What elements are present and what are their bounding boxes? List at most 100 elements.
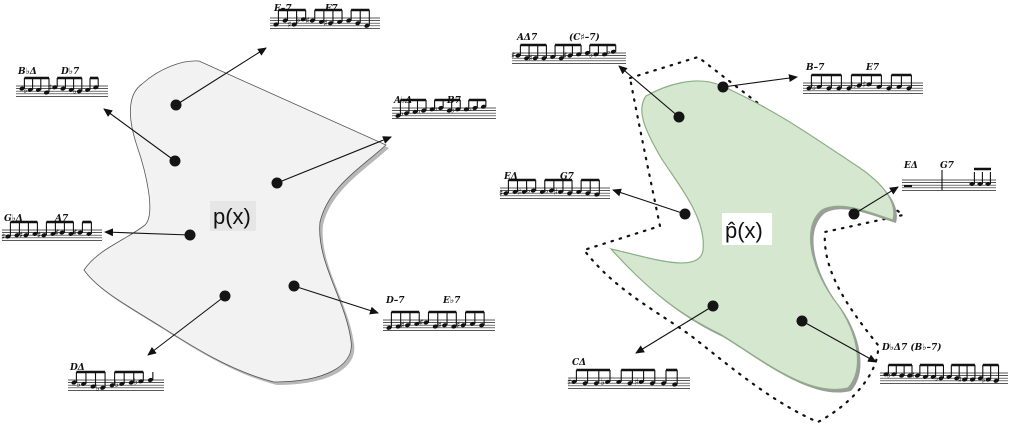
arrow-to-r4 bbox=[853, 186, 899, 215]
chord-label: A7 bbox=[54, 214, 69, 224]
svg-text:♯: ♯ bbox=[305, 17, 309, 27]
left-panel: p(x) bbox=[83, 47, 392, 385]
svg-text:♯: ♯ bbox=[958, 376, 962, 386]
svg-text:♭: ♭ bbox=[852, 82, 856, 92]
arrow-to-r6 bbox=[801, 320, 877, 363]
arrow-to-s5 bbox=[293, 285, 379, 315]
chord-label: G7 bbox=[560, 172, 575, 182]
music-snippet-s1: E–7 F7 ♯♭♯♯ bbox=[270, 4, 380, 31]
notes: ♭ ♭ ♭ ♭ bbox=[71, 370, 154, 394]
sample-point bbox=[707, 300, 719, 312]
svg-text:♯: ♯ bbox=[55, 229, 59, 239]
arrow-to-s6 bbox=[147, 295, 226, 356]
notes: ♭♭♭♭♭ bbox=[395, 98, 487, 119]
music-snippet-s5: D–7 E♭7 ♯♯♯♯ bbox=[383, 296, 495, 331]
notes: ♯ ♯ ♯ ♯ bbox=[386, 310, 485, 331]
svg-text:♯: ♯ bbox=[563, 52, 567, 62]
music-snippet-s3: A♭Δ B7 ♭♭♭♭♭ bbox=[392, 96, 496, 119]
chord-label: DΔ bbox=[69, 363, 85, 373]
svg-text:♯: ♯ bbox=[554, 188, 558, 198]
arrow-to-s4 bbox=[104, 228, 191, 237]
arrow-to-s2 bbox=[103, 108, 176, 162]
left-distribution-label: p(x) bbox=[213, 204, 251, 229]
svg-text:♭: ♭ bbox=[468, 104, 472, 114]
staff bbox=[568, 377, 690, 389]
arrow-to-s1 bbox=[175, 47, 267, 106]
svg-text:♯: ♯ bbox=[862, 80, 866, 90]
svg-text:♭: ♭ bbox=[451, 105, 455, 115]
svg-text:♯: ♯ bbox=[287, 21, 291, 31]
svg-text:♭: ♭ bbox=[526, 187, 530, 197]
sample-point bbox=[184, 229, 196, 241]
notes: ♯♯♯♯♯ bbox=[1, 220, 92, 243]
chord-label: CΔ bbox=[572, 358, 586, 368]
music-snippet-r5: CΔ ♯♭♯ bbox=[567, 358, 690, 389]
svg-text:♯: ♯ bbox=[456, 321, 460, 331]
svg-text:♭: ♭ bbox=[981, 376, 985, 386]
support-boundary bbox=[582, 55, 906, 424]
chord-label: EΔ bbox=[503, 172, 518, 182]
music-snippet-s6: DΔ ♭ ♭ ♭ ♭ bbox=[68, 363, 164, 394]
svg-text:♯: ♯ bbox=[910, 372, 914, 382]
svg-text:♭: ♭ bbox=[23, 86, 27, 96]
music-snippet-r4: EΔ G7 bbox=[902, 161, 996, 191]
music-snippet-s4: G♭Δ A7 ♯♯♯♯♯ bbox=[1, 214, 102, 243]
arrow-to-s3 bbox=[276, 136, 392, 184]
svg-text:♭: ♭ bbox=[934, 374, 938, 384]
svg-text:♯: ♯ bbox=[499, 189, 503, 199]
svg-text:♯: ♯ bbox=[73, 229, 77, 239]
svg-text:♯: ♯ bbox=[48, 83, 52, 93]
arrow-to-r5 bbox=[635, 305, 714, 354]
svg-text:♭: ♭ bbox=[96, 384, 100, 394]
svg-text:♭: ♭ bbox=[115, 380, 119, 390]
chord-label: D♭7 bbox=[60, 67, 80, 77]
svg-text:♯: ♯ bbox=[401, 321, 405, 331]
svg-text:♭: ♭ bbox=[812, 83, 816, 93]
arrow-to-r1 bbox=[618, 65, 680, 118]
right-panel: p̂(x) bbox=[582, 55, 906, 424]
svg-text:♯: ♯ bbox=[511, 52, 515, 62]
svg-text:♭: ♭ bbox=[606, 48, 610, 58]
notes: ♯ ♯ ♯ ♭ ♭ bbox=[511, 43, 617, 64]
svg-text:♭: ♭ bbox=[417, 107, 421, 117]
svg-text:♯: ♯ bbox=[567, 378, 571, 388]
staff bbox=[500, 187, 610, 199]
arrow-to-r2 bbox=[722, 74, 798, 88]
chord-label: G♭Δ bbox=[4, 214, 23, 224]
svg-text:♭: ♭ bbox=[77, 380, 81, 390]
notes: ♯♯♭♭♯ bbox=[499, 178, 600, 199]
svg-text:♯: ♯ bbox=[1, 233, 5, 243]
svg-text:♯: ♯ bbox=[419, 319, 423, 329]
chord-label: G7 bbox=[940, 161, 955, 171]
arrow-to-r3 bbox=[612, 188, 686, 215]
svg-text:♯: ♯ bbox=[324, 19, 328, 29]
chord-label: B–7 bbox=[805, 63, 825, 73]
notes: ♭ ♭ ♯ bbox=[806, 73, 912, 93]
svg-text:♯: ♯ bbox=[528, 54, 532, 64]
left-label-background bbox=[210, 201, 256, 231]
notes bbox=[904, 167, 991, 190]
staff bbox=[803, 82, 923, 94]
sample-point bbox=[219, 290, 231, 302]
right-label-background bbox=[722, 213, 772, 245]
sample-point bbox=[170, 99, 182, 111]
music-snippet-r2: B–7 E7 ♭ ♭ ♯ bbox=[803, 63, 923, 94]
chord-label: D♭Δ7 (B♭–7) bbox=[881, 342, 942, 353]
notes: ♭♯♭ bbox=[19, 76, 99, 97]
chord-label: AΔ7 bbox=[516, 33, 538, 43]
svg-text:♭: ♭ bbox=[887, 370, 891, 380]
music-snippet-s2: B♭Δ D♭7 ♭♯♭ bbox=[16, 67, 108, 97]
svg-text:♭: ♭ bbox=[134, 377, 138, 387]
sample-point bbox=[288, 280, 300, 292]
chord-label: EΔ bbox=[903, 161, 918, 171]
svg-text:♯: ♯ bbox=[438, 321, 442, 331]
svg-text:♯: ♯ bbox=[19, 231, 23, 241]
sample-point bbox=[169, 155, 181, 167]
svg-text:♯: ♯ bbox=[634, 378, 638, 388]
svg-text:♭: ♭ bbox=[589, 50, 593, 60]
chord-label: E7 bbox=[865, 63, 880, 73]
music-snippet-r1: AΔ7 (C♯–7) ♯♯♯♭♭ bbox=[511, 32, 626, 64]
sample-point bbox=[717, 81, 729, 93]
chord-label: B♭Δ bbox=[17, 67, 37, 77]
